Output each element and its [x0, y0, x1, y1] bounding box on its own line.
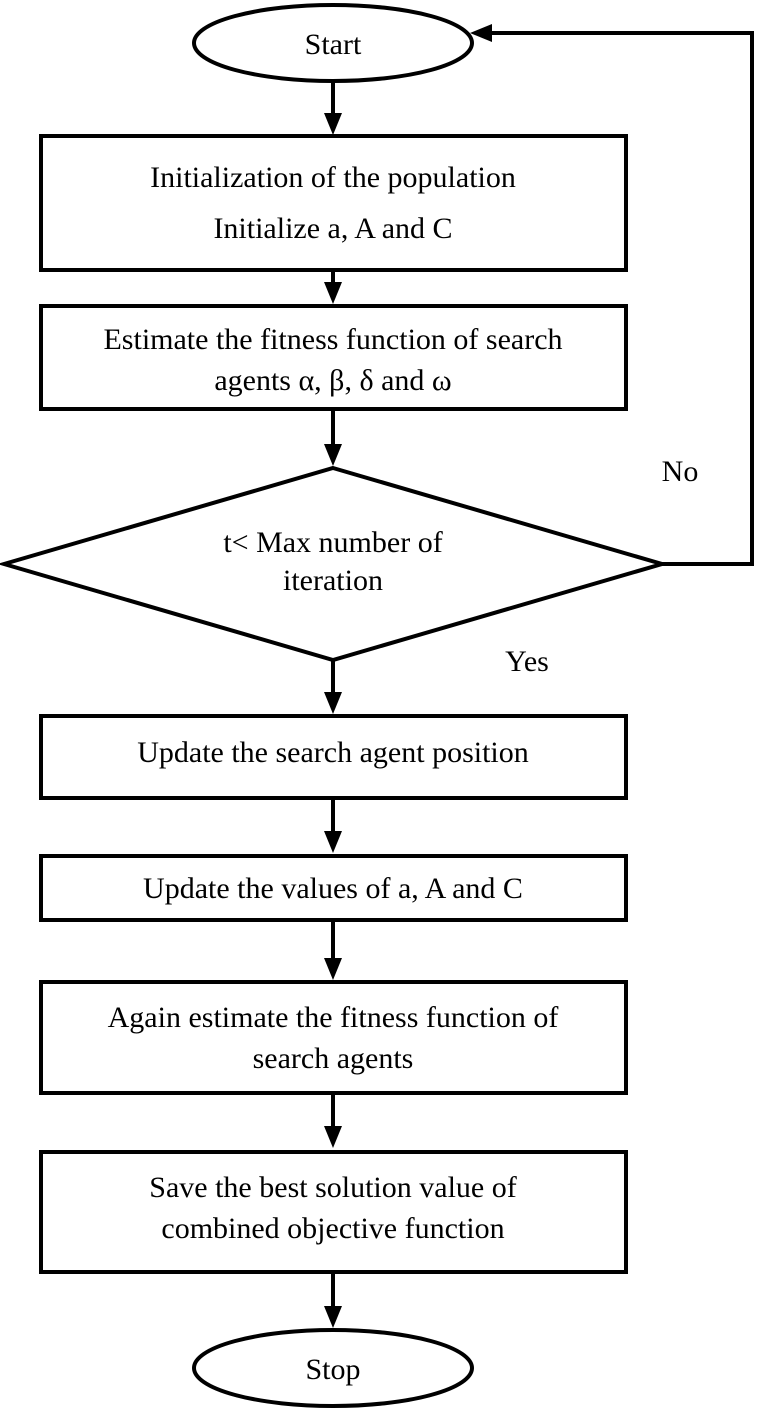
- no-edge-label: No: [662, 455, 699, 488]
- arrowhead-icon: [324, 282, 342, 304]
- stop-terminator: [192, 1328, 474, 1408]
- iteration-check-label-line1: t< Max number of: [223, 526, 442, 559]
- save-best-label-line2: combined objective function: [161, 1212, 504, 1245]
- init-process-box: [39, 134, 628, 272]
- stop-label: Stop: [305, 1353, 360, 1386]
- yes-edge-label: Yes: [505, 645, 549, 678]
- edge-decision-to-update-position: [324, 660, 342, 714]
- arrowhead-icon: [324, 1306, 342, 1328]
- reestimate-fitness-label-line1: Again estimate the fitness function of: [108, 1001, 559, 1034]
- edge-save-to-stop: [324, 1272, 342, 1328]
- update-values-label: Update the values of a, A and C: [143, 872, 523, 905]
- arrowhead-icon: [324, 444, 342, 466]
- estimate-fitness-label-line1: Estimate the fitness function of search: [103, 323, 562, 356]
- update-position-process-box: [39, 714, 628, 800]
- no-loop-line: [490, 31, 754, 566]
- edges: [324, 24, 754, 1328]
- iteration-check-label-line2: iteration: [283, 564, 383, 597]
- update-position-label: Update the search agent position: [137, 736, 529, 769]
- edge-update-position-to-update-values: [324, 798, 342, 853]
- arrowhead-icon: [324, 831, 342, 853]
- arrowhead-icon: [324, 958, 342, 980]
- arrowhead-icon: [324, 1126, 342, 1148]
- edge-estimate-to-decision: [324, 409, 342, 466]
- labels: Start Initialization of the population I…: [103, 28, 698, 1386]
- no-loop-arrowhead-icon: [470, 24, 492, 42]
- init-label-line2: Initialize a, A and C: [213, 212, 452, 245]
- save-best-label-line1: Save the best solution value of: [149, 1171, 516, 1204]
- edge-init-to-estimate: [324, 270, 342, 304]
- edge-start-to-init: [324, 81, 342, 135]
- arrowhead-icon: [324, 692, 342, 714]
- estimate-fitness-process-box: [39, 304, 628, 411]
- arrowhead-icon: [324, 113, 342, 135]
- start-label: Start: [305, 28, 362, 61]
- edge-update-values-to-reestimate: [324, 919, 342, 980]
- edge-no-loop: [470, 24, 754, 566]
- iteration-decision-diamond: [0, 465, 670, 663]
- save-best-process-box: [39, 1150, 628, 1274]
- start-terminator: [192, 3, 474, 83]
- update-values-process-box: [39, 854, 628, 922]
- nodes: [0, 3, 670, 1408]
- reestimate-fitness-process-box: [39, 980, 628, 1095]
- init-label-line1: Initialization of the population: [150, 161, 516, 194]
- estimate-fitness-label-line2: agents α, β, δ and ω: [214, 364, 451, 397]
- edge-reestimate-to-save: [324, 1093, 342, 1148]
- reestimate-fitness-label-line2: search agents: [253, 1042, 414, 1075]
